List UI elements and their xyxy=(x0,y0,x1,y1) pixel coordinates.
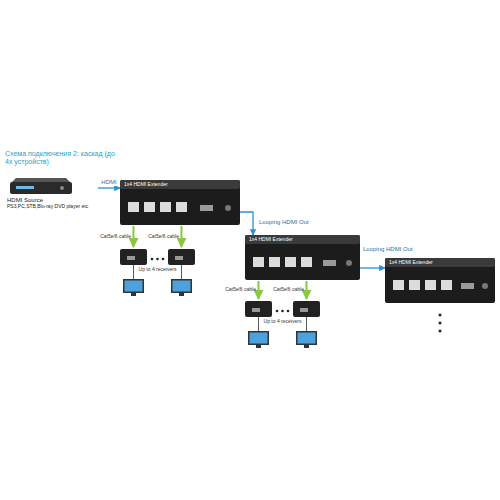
device-label: 1x4 HDMI Extender xyxy=(249,237,356,243)
receiver-group xyxy=(245,281,320,348)
device-label: 1x4 HDMI Extender xyxy=(124,182,236,188)
splitter-device: 1x4 HDMI Extender xyxy=(120,180,240,225)
cable-label: Cat5e/6 cable xyxy=(225,287,256,293)
continuation-dots xyxy=(439,314,442,333)
diagram-title: Схема подключения 2: каскад (до 4х устро… xyxy=(5,150,115,166)
hdmi-connector xyxy=(98,187,120,188)
receiver-count-note: Up to 4 receivers xyxy=(139,267,177,273)
receiver-group xyxy=(120,226,195,296)
hdmi-connector xyxy=(240,212,253,235)
connector-label: HDMI xyxy=(100,179,117,186)
connector-label: Looping HDMI Out xyxy=(362,246,414,253)
hdmi-connector xyxy=(360,267,385,268)
splitter-body xyxy=(120,180,240,225)
splitter-body xyxy=(245,235,360,280)
device-label: 1x4 HDMI Extender xyxy=(389,260,491,266)
splitter-device: 1x4 HDMI Extender xyxy=(245,235,360,280)
connector-label: Looping HDMI Out xyxy=(258,219,310,226)
device-name: HDMI Source xyxy=(7,197,94,204)
receiver-count-note: Up to 4 receivers xyxy=(264,319,302,325)
device-note: PS3,PC,STB,Blu-ray DVD player etc xyxy=(7,204,94,210)
cable-label: Cat5e/6 cable xyxy=(148,234,179,240)
splitter-body xyxy=(385,258,495,303)
splitter-device: 1x4 HDMI Extender xyxy=(385,258,495,303)
cable-label: Cat5e/6 cable xyxy=(273,287,304,293)
player-icon xyxy=(10,178,72,194)
source-device: HDMI SourcePS3,PC,STB,Blu-ray DVD player… xyxy=(3,178,98,212)
cable-label: Cat5e/6 cable xyxy=(100,234,131,240)
